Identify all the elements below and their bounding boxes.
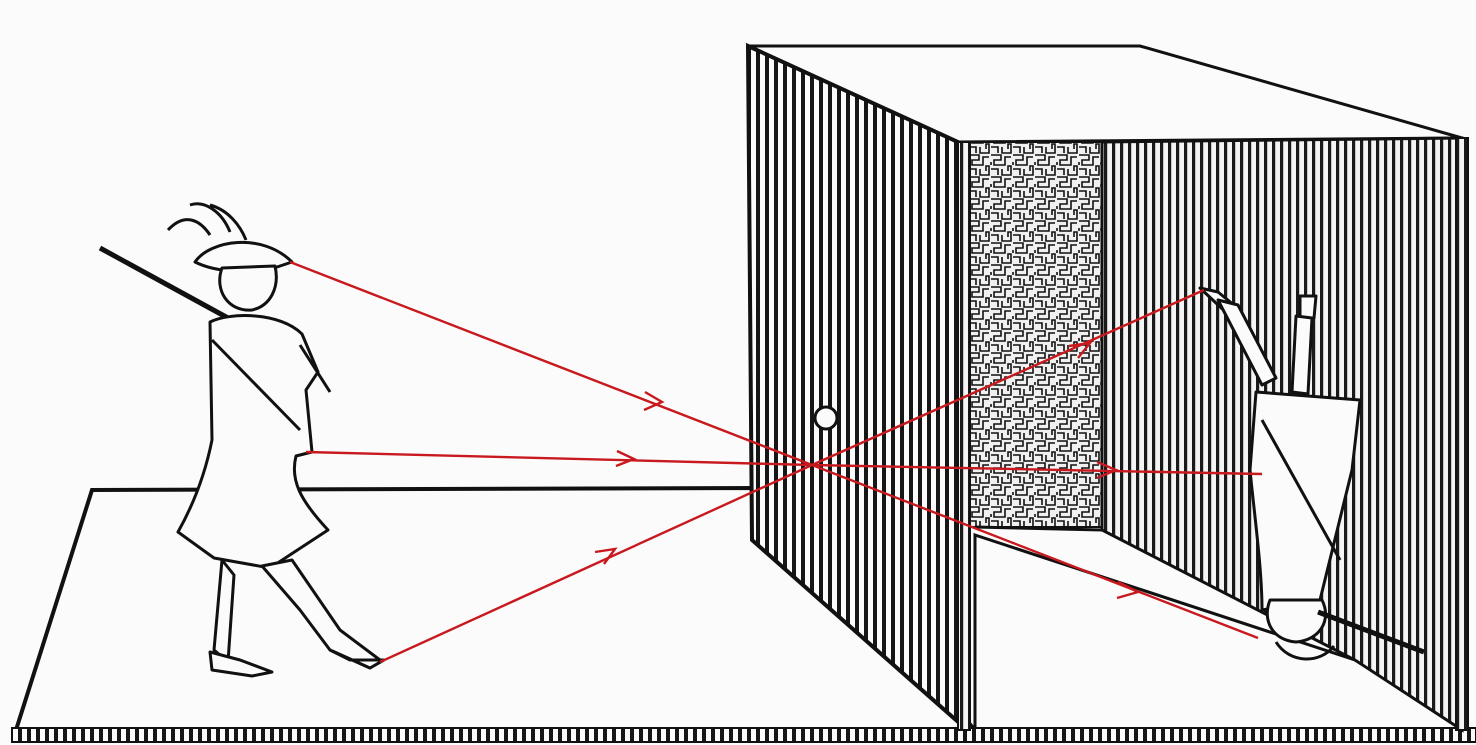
ray-head: [290, 262, 812, 465]
ray-waist: [306, 452, 812, 465]
pinhole: [815, 407, 837, 429]
